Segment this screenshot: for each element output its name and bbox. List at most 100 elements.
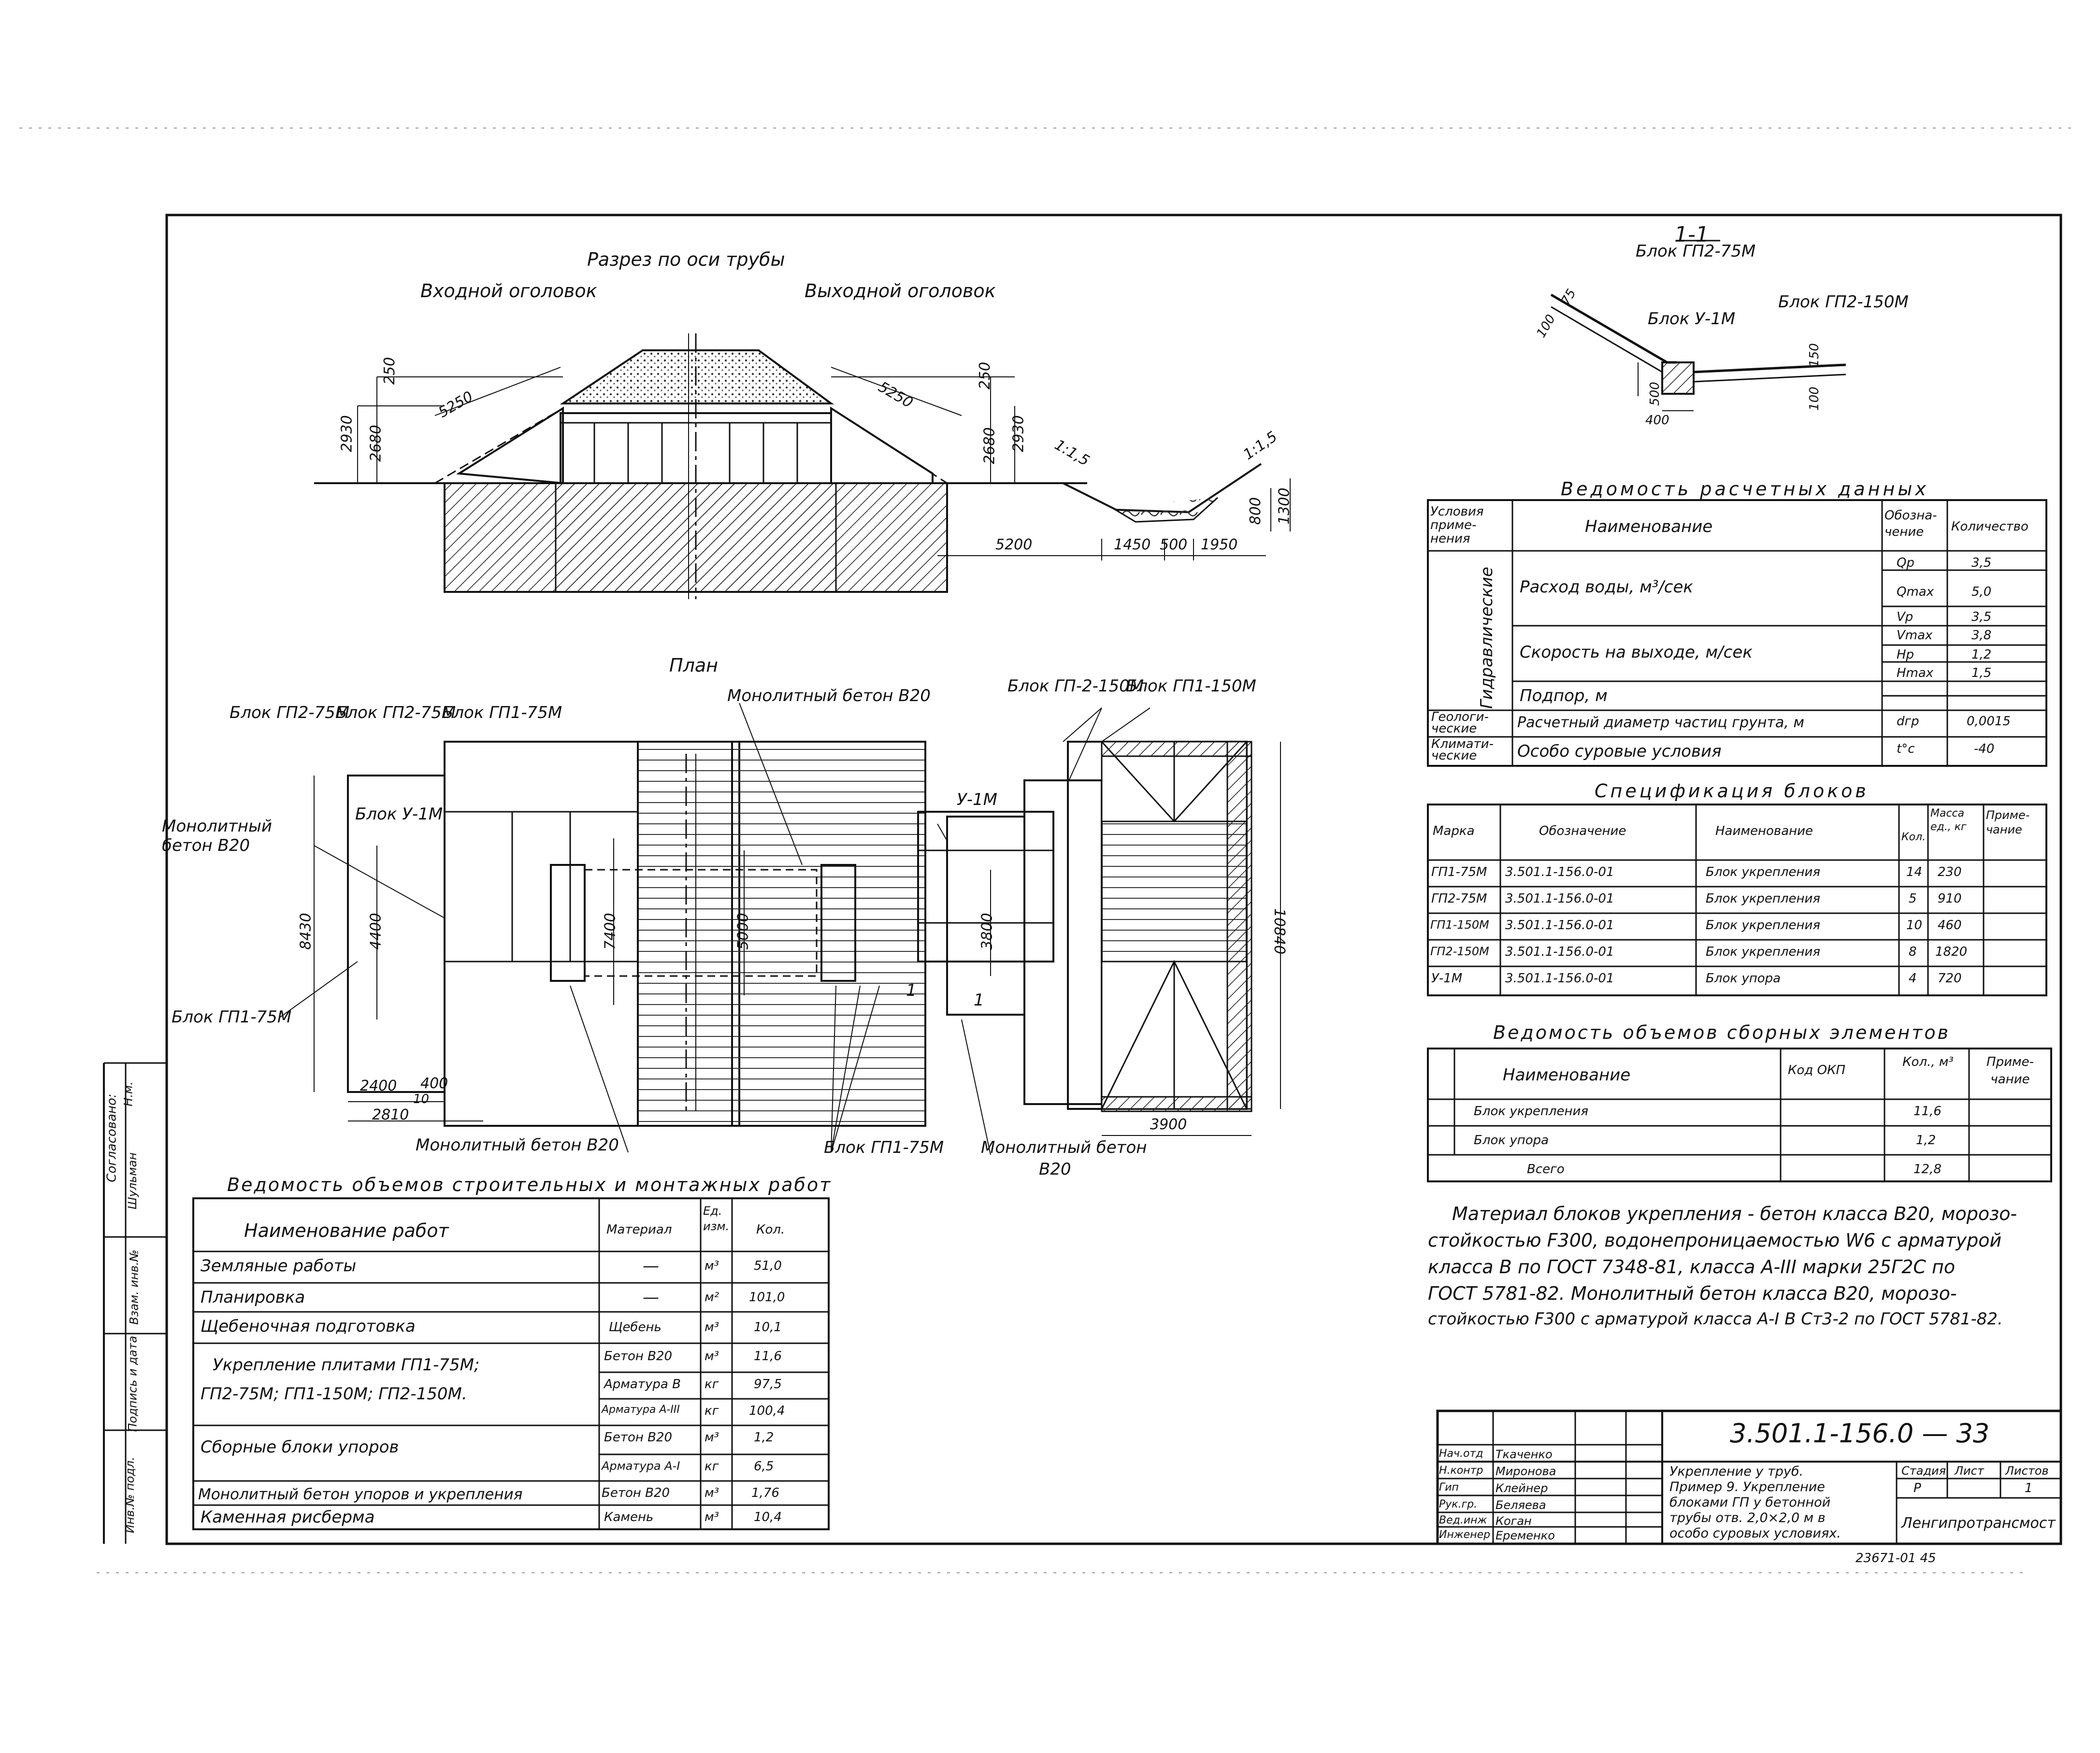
works-h-unit: Ед. изм. [703,1204,730,1233]
prefab-h-note: Приме- чание [1986,1055,2034,1087]
works-cell: Планировка [201,1288,305,1307]
works-cell: м³ [705,1430,719,1445]
plan-label-mono-right-2: В20 [1039,1160,1071,1179]
side-col-label: Подпись и дата [126,1336,140,1432]
spec-cell: ГП2-150М [1430,945,1489,958]
calc-row-val: 3,5 [1971,556,1992,570]
plan-label-gp2-150m: Блок ГП-2-150М [1007,676,1144,696]
spec-cell: 230 [1938,865,1962,879]
stamp-role: Вед.инж [1439,1514,1487,1526]
stamp-name: Миронова [1496,1465,1556,1478]
calc-table-title: Ведомость расчетных данных [1561,478,1929,500]
works-cell: Арматура В [604,1377,681,1392]
plan-drawing [280,703,1281,1155]
stamp-desc: трубы отв. 2,0×2,0 м в [1669,1510,1826,1525]
cut-label-u1m: Блок У-1М [1648,309,1736,329]
section-drawing [314,333,1291,599]
works-cell: м³ [705,1349,719,1364]
plan-label-u1m-left: Блок У-1М [355,805,443,824]
stamp-role: Инженер [1439,1529,1491,1541]
spec-h-note: Приме- чание [1986,808,2030,836]
calc-row-val: 3,8 [1971,628,1992,643]
prefab-cell: 1,2 [1916,1133,1936,1148]
calc-row-name: Скорость на выходе, м/сек [1520,643,1753,662]
works-cell: Укрепление плитами ГП1-75М; [213,1355,480,1375]
prefab-cell: 11,6 [1913,1104,1942,1119]
works-cell: 10,4 [754,1510,782,1524]
dim-5200: 5200 [995,536,1033,553]
plan-dim-4400: 4400 [367,913,385,950]
stamp-role: Н.контр [1439,1465,1483,1477]
calc-row-name: Расчетный диаметр частиц грунта, м [1517,714,1804,731]
works-cell: кг [705,1459,719,1474]
calc-row-name: Расход воды, м³/сек [1520,577,1693,597]
plan-label-gp1-75m-bottom: Блок ГП1-75М [824,1138,944,1157]
works-cell: 51,0 [754,1259,782,1273]
spec-cell: 4 [1909,971,1917,986]
works-cell: Арматура А-III [602,1404,680,1416]
calc-row-sym: Vр [1897,610,1913,624]
works-cell: кг [705,1404,719,1418]
spec-cell: 720 [1938,971,1962,986]
spec-cell: 460 [1938,918,1962,933]
calc-row-name: Особо суровые условия [1517,742,1722,761]
calc-group-hydro: Гидравлические [1477,566,1497,709]
spec-h-qty: Кол. [1901,831,1926,843]
prefab-cell: Блок упора [1474,1133,1549,1148]
prefab-h-okp: Код ОКП [1788,1063,1846,1078]
calc-h-cond: Условия приме- нения [1430,504,1484,546]
works-cell: 6,5 [754,1459,774,1474]
stamp-sheets: 1 [2025,1481,2033,1495]
cut-dim-150: 150 [1807,343,1822,367]
spec-cell: ГП1-150М [1430,918,1489,932]
spec-cell: 3.501.1-156.0-01 [1505,971,1614,986]
outlet-head-label: Выходной оголовок [805,280,996,302]
dim-250-right: 250 [977,361,994,390]
stamp-stage: Р [1913,1481,1921,1495]
spec-cell: 5 [1909,891,1917,906]
calc-row-sym: Hmax [1897,666,1934,680]
stamp-name: Клейнер [1496,1481,1548,1495]
stamp-desc: особо суровых условиях. [1669,1526,1841,1541]
dim-800: 800 [1247,497,1265,525]
calc-row-sym: dгр [1897,714,1919,729]
dim-2680-right: 2680 [981,427,998,464]
works-cell: Щебеночная подготовка [201,1317,416,1336]
works-cell: — [643,1288,659,1307]
works-table-grid [192,1197,830,1530]
stamp-role: Нач.отд [1439,1448,1483,1460]
spec-cell: У-1М [1431,971,1463,986]
plan-cut-mark-b: 1 [974,991,984,1010]
spec-cell: 8 [1909,945,1917,959]
calc-table-grid [1427,499,2047,767]
plan-label-u1m-right: У-1М [957,790,997,809]
plan-title: План [669,655,718,676]
stamp-h-sheets: Листов [2005,1464,2049,1478]
cut-label-gp2-150m: Блок ГП2-150М [1778,292,1909,312]
works-cell: м³ [705,1320,719,1335]
spec-h-name: Наименование [1715,824,1813,838]
note-line: стойкостью F300, водонепроницаемостью W6… [1428,1230,2002,1251]
works-cell: 100,4 [749,1404,785,1418]
cut-dim-500: 500 [1647,382,1662,406]
plan-dim-7400: 7400 [602,913,619,950]
stamp-desc: блоками ГП у бетонной [1669,1495,1831,1510]
stamp-desc: Укрепление у труб. [1669,1464,1804,1479]
calc-row-sym: Vmax [1897,628,1933,643]
plan-dim-2810: 2810 [372,1106,409,1123]
inlet-head-label: Входной оголовок [420,280,597,302]
spec-cell: Блок укрепления [1706,918,1821,933]
calc-row-val: 1,5 [1971,666,1992,680]
dim-2680-left: 2680 [367,425,385,462]
works-cell: — [643,1256,659,1276]
calc-h-qty: Количество [1951,519,2028,534]
spec-cell: 10 [1906,918,1923,933]
dim-1300: 1300 [1276,488,1293,525]
plan-label-gp1-75m-left: Блок ГП1-75М [172,1007,292,1027]
works-cell: 11,6 [754,1349,782,1364]
works-cell: Земляные работы [201,1256,357,1276]
works-h-name: Наименование работ [244,1220,449,1241]
side-sign-2: Н.м. [121,1081,135,1106]
prefab-cell: Блок укрепления [1474,1104,1589,1119]
spec-cell: Блок упора [1706,971,1781,986]
